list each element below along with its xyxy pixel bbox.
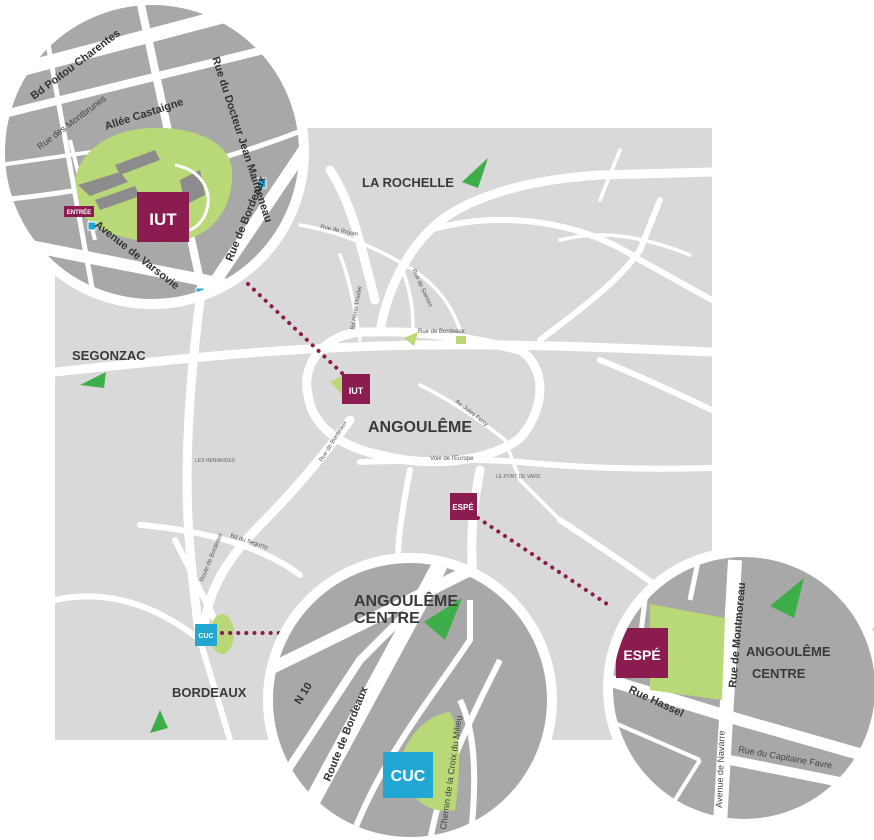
city-label-angouleme: ANGOULÊME	[368, 417, 472, 436]
connector-iut	[246, 282, 347, 378]
marker-segonzac	[80, 372, 106, 388]
espe-badge-inset-label: ESPÉ	[623, 647, 660, 663]
city-label-bordeaux: BORDEAUX	[172, 685, 247, 700]
marker-espe-centre	[770, 578, 804, 618]
inset-espe-centre-l1: ANGOULÊME	[746, 644, 831, 659]
espe-badge-inset[interactable]: ESPÉ	[616, 628, 668, 678]
inset-cuc-centre-l1: ANGOULÊME	[354, 591, 458, 610]
marker-bordeaux	[150, 710, 168, 733]
cuc-badge-inset-label: CUC	[391, 768, 426, 785]
marker-small-park	[456, 336, 466, 344]
parking-icon	[87, 221, 97, 231]
iut-badge-inset-label: IUT	[149, 210, 177, 229]
label-le-pont-de-vars: LE PONT DE VARS	[496, 474, 541, 480]
road-network	[50, 148, 717, 743]
bus-stop-icon	[257, 177, 267, 189]
inset-cuc: ANGOULÊME CENTRE N 10 Route de Bordeaux …	[263, 553, 557, 840]
street-voie-europe: Voie de l'Europe	[430, 456, 474, 462]
espe-badge-main-label: ESPÉ	[452, 503, 474, 512]
marker-la-rochelle	[462, 158, 488, 188]
espe-park	[650, 604, 725, 700]
entree-badge: ENTRÉE	[64, 206, 94, 217]
city-label-segonzac: SEGONZAC	[72, 348, 146, 363]
iut-badge-main[interactable]: IUT	[342, 374, 370, 404]
cuc-badge-inset[interactable]: CUC	[383, 752, 433, 798]
inset-espe-avenue-navarre: Avenue de Navarre	[714, 730, 727, 808]
marker-cuc-centre	[424, 598, 462, 640]
street-rue-bordeaux-north: Rue de Bordeaux	[418, 329, 465, 335]
entree-badge-label: ENTRÉE	[67, 208, 91, 216]
label-les-heniandes: LES HENIANDES	[195, 458, 236, 464]
inset-espe-centre-l2: CENTRE	[752, 666, 806, 681]
connector-espe	[476, 516, 612, 608]
cuc-badge-main-label: CUC	[198, 633, 213, 640]
cuc-badge-main[interactable]: CUC	[195, 624, 217, 646]
inset-espe: ANGOULÊME CENTRE Rue Hassel Rue de Montm…	[603, 547, 874, 829]
marker-bordeaux-park	[404, 332, 418, 346]
iut-park	[75, 127, 233, 243]
iut-badge-main-label: IUT	[349, 386, 364, 396]
inset-cuc-centre-l2: CENTRE	[354, 610, 420, 627]
iut-buildings	[78, 150, 205, 210]
espe-badge-main[interactable]: ESPÉ	[450, 493, 477, 520]
city-label-la-rochelle: LA ROCHELLE	[362, 175, 454, 190]
iut-badge-inset[interactable]: IUT	[137, 192, 189, 242]
inset-iut: Bd Poitou Charentes Rue des Montbrunes A…	[0, 0, 309, 309]
